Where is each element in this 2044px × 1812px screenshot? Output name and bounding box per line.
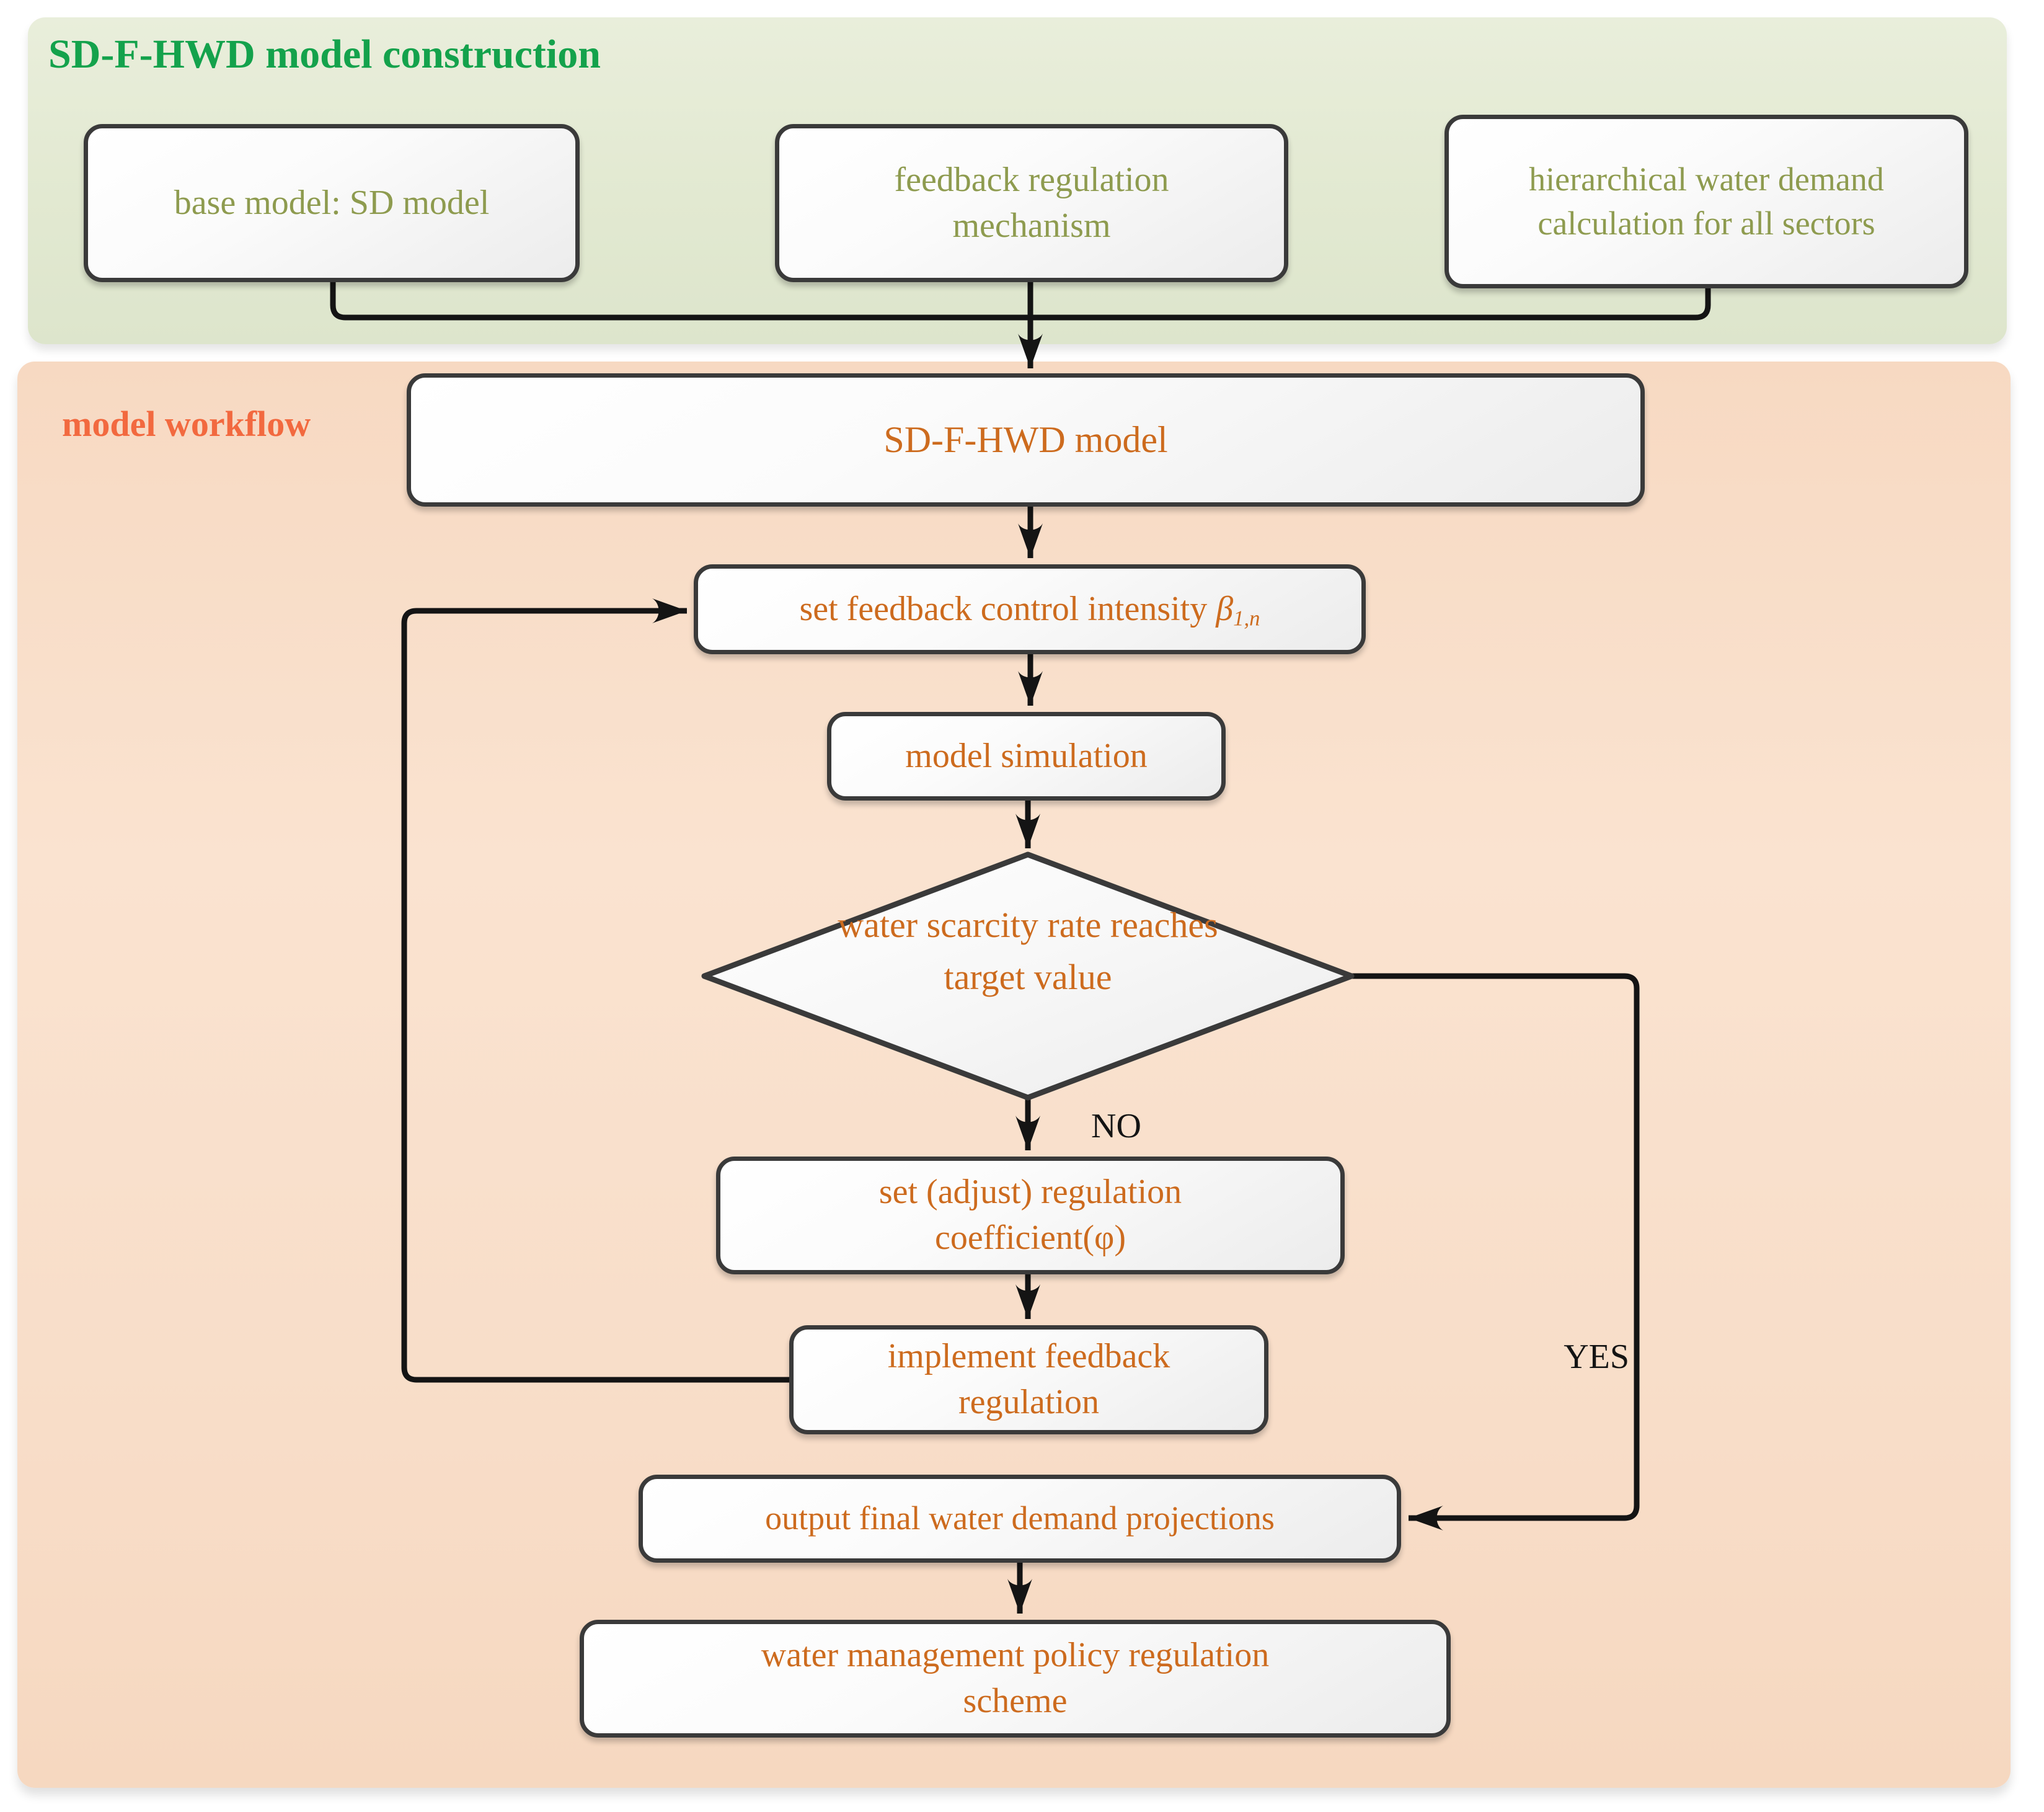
node-adjust-coefficient-label: set (adjust) regulation coefficient(φ) [878,1173,1182,1257]
beta-symbol: β [1216,589,1234,628]
construction-panel-title: SD-F-HWD model construction [48,32,601,77]
beta-subscript: 1,n [1233,606,1260,631]
node-output-projections: output final water demand projections [639,1475,1401,1563]
node-model-simulation-label: model simulation [905,736,1148,775]
node-base-model: base model: SD model [84,124,580,282]
decision-label-line1: water scarcity rate reaches [838,905,1218,945]
decision-label: water scarcity rate reaches target value [656,899,1400,1003]
yes-branch-label: YES [1564,1338,1629,1376]
node-hierarchical-demand-label: hierarchical water demand calculation fo… [1529,160,1884,242]
node-hierarchical-demand: hierarchical water demand calculation fo… [1445,115,1968,288]
node-implement-feedback: implement feedback regulation [789,1325,1268,1434]
node-output-projections-label: output final water demand projections [765,1499,1275,1537]
node-set-intensity: set feedback control intensity β1,n [694,564,1366,654]
node-set-intensity-label: set feedback control intensity β1,n [799,587,1260,633]
edge-decision-yes-arrow [1352,973,1640,1530]
node-base-model-label: base model: SD model [174,183,490,222]
node-sdfhwd-model-label: SD-F-HWD model [883,419,1168,460]
edge-feedback-loop-arrow [401,598,792,1383]
node-implement-feedback-label: implement feedback regulation [887,1337,1170,1421]
node-policy-scheme: water management policy regulation schem… [580,1620,1451,1738]
edge-merge-top-boxes [330,282,1711,321]
node-policy-scheme-label: water management policy regulation schem… [761,1636,1270,1720]
node-model-simulation: model simulation [827,712,1226,801]
node-sdfhwd-model: SD-F-HWD model [407,373,1645,507]
decision-label-line2: target value [944,957,1112,998]
decision-diamond [701,851,1355,1101]
node-adjust-coefficient: set (adjust) regulation coefficient(φ) [716,1157,1345,1274]
node-feedback-mechanism-label: feedback regulation mechanism [894,160,1169,245]
workflow-panel-label: model workflow [62,404,311,444]
no-branch-label: NO [1091,1107,1141,1145]
node-feedback-mechanism: feedback regulation mechanism [775,124,1288,282]
set-intensity-text: set feedback control intensity [799,589,1216,628]
